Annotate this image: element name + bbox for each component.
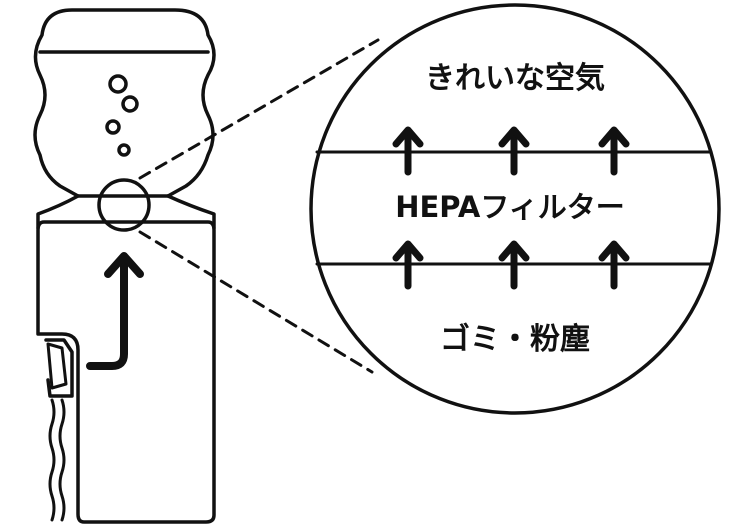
internal-airflow-arrowhead [104,252,144,278]
arrow-up-icon [498,240,530,290]
internal-airflow-arrow [86,254,128,370]
bubble-icon [108,74,128,94]
arrow-up-icon [392,240,424,290]
water-stream [48,398,56,522]
arrow-up-icon [598,240,630,290]
arrow-up-icon [392,126,424,176]
bubble-icon [105,119,121,135]
bubble-icon [121,95,139,113]
arrow-up-icon [498,126,530,176]
callout-line-bottom [138,230,374,374]
arrow-up-icon [598,126,630,176]
dust-label: ゴミ・粉塵 [440,322,590,357]
server-neck [36,194,216,230]
water-stream [58,398,66,522]
hepa-filter-label: HEPAフィルター [395,190,625,224]
bubble-icon [117,143,131,157]
server-outline [36,220,216,524]
tap-lever [46,342,68,390]
filter-location-circle [97,178,151,232]
airflow-arrows-lower [392,240,630,290]
water-server-body [36,194,216,524]
water-bottle [33,8,216,198]
airflow-arrows-upper [392,126,630,176]
clean-air-label: きれいな空気 [425,61,605,96]
tap-spout [44,338,74,398]
callout-line-top [138,38,380,180]
detail-circle-outline [309,3,721,415]
